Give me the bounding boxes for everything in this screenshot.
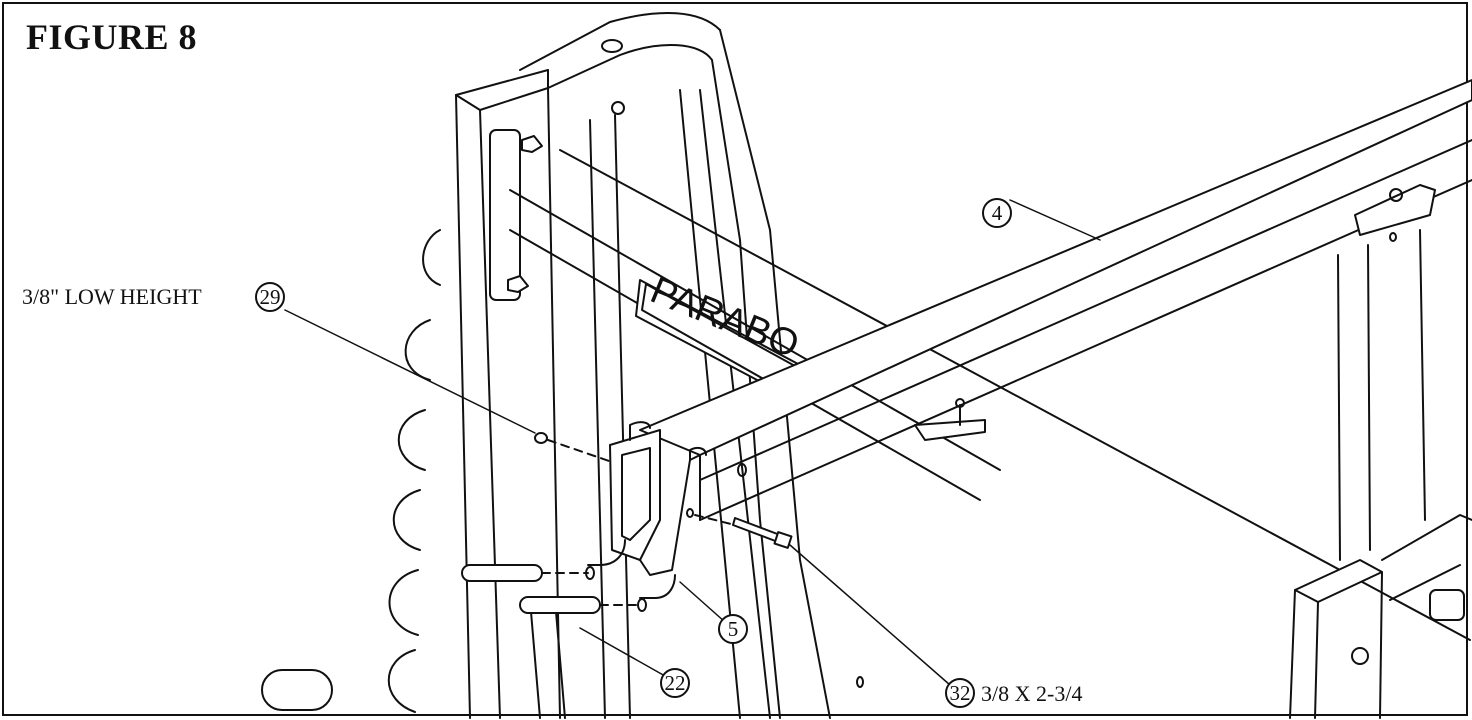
callout-part-29: 29 [255,282,285,312]
weight-holder-horns [261,229,441,713]
bolt-part-32 [694,514,793,549]
figure-title: FIGURE 8 [26,17,198,57]
leader-lines [284,199,1101,686]
part-29-note: 3/8" LOW HEIGHT [22,284,202,309]
main-beam [639,79,1472,521]
callout-part-4: 4 [982,198,1012,228]
rear-bolt-plate [856,398,986,688]
pins-part-22 [461,539,676,614]
callout-part-22: 22 [660,668,690,698]
callout-part-32: 32 [945,678,975,708]
callout-part-5: 5 [718,614,748,644]
right-end-upright [1289,229,1472,719]
bolt-plates [489,101,625,301]
nut-part-29 [534,432,613,463]
bracket-part-5 [609,421,707,576]
part-32-note: 3/8 X 2-3/4 [981,681,1083,706]
